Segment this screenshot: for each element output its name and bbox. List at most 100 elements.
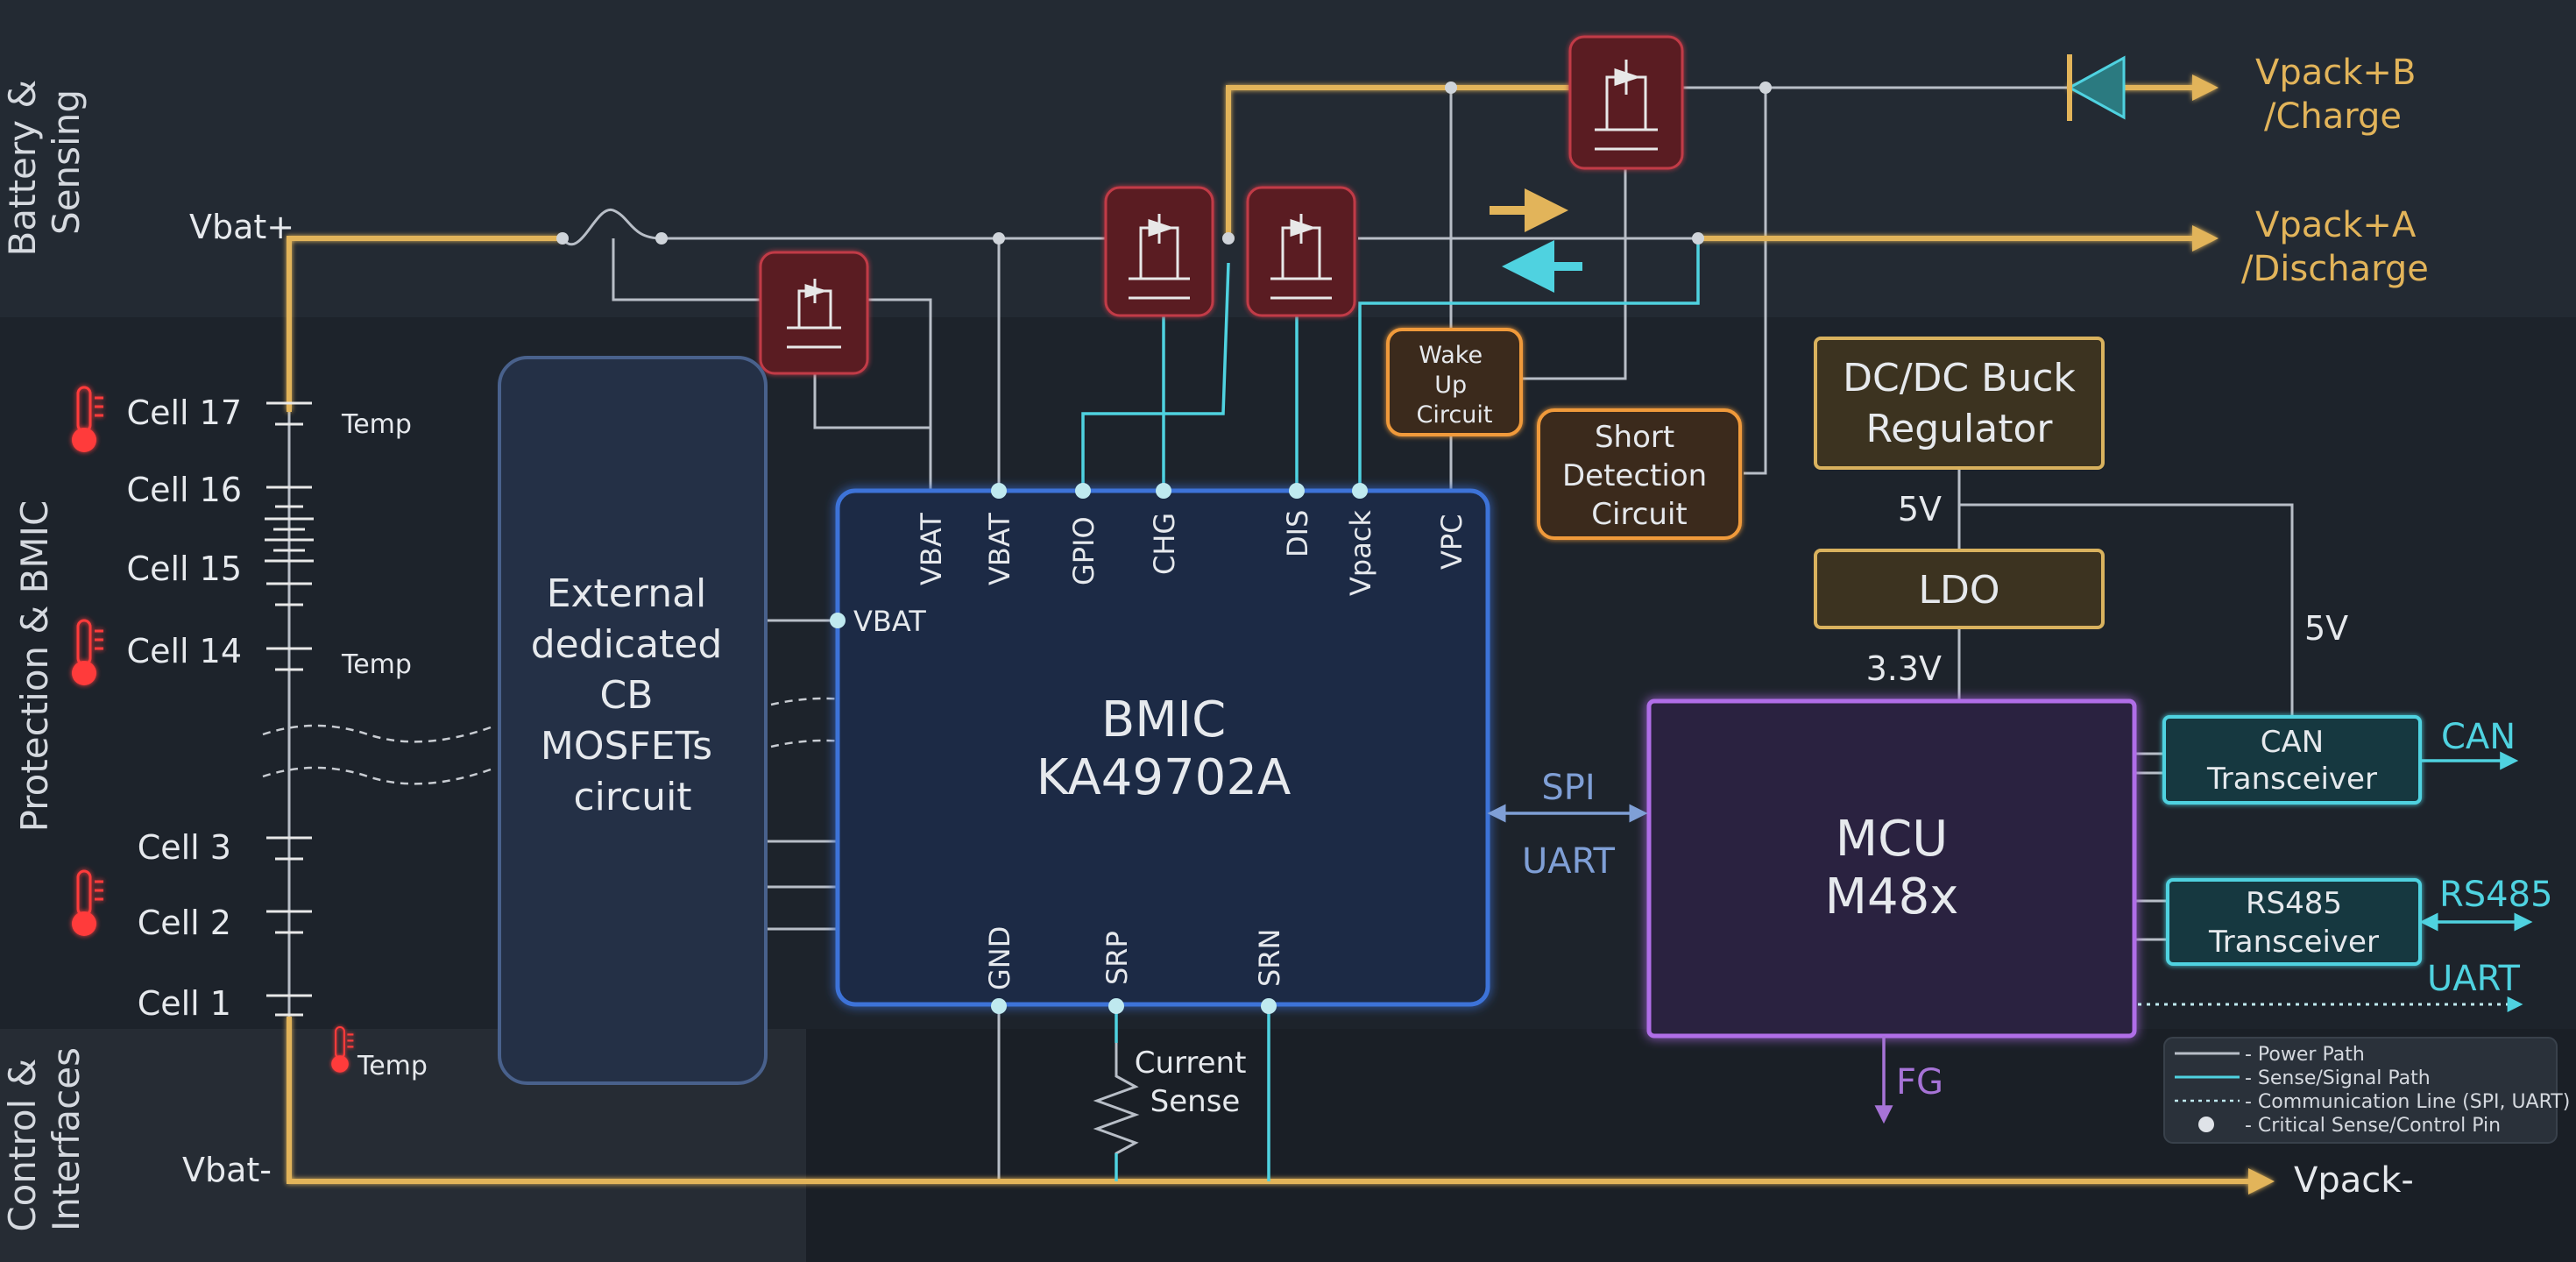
zone-label-control-line1: Control & <box>1 1059 44 1232</box>
mcu-chip <box>1646 698 2137 1039</box>
vpacka-label-2: /Discharge <box>2241 249 2429 289</box>
wire-cb-mosfet <box>813 359 931 429</box>
wakeup-line2: Up <box>1434 372 1467 399</box>
wakeup-text: Wake Up Circuit <box>1417 342 1493 429</box>
pin-vbat-2: VBAT <box>983 513 1016 585</box>
spi-label: SPI <box>1541 768 1595 808</box>
uart-label: UART <box>1522 841 1616 882</box>
ldo-label: LDO <box>1918 568 1999 613</box>
pin-srp: SRP <box>1100 931 1134 985</box>
cell-1-symbol <box>266 994 312 1017</box>
cb-line-3: CB <box>600 673 654 718</box>
dcdc-line1: DC/DC Buck <box>1843 356 2076 401</box>
cell-labels: Cell 17 Cell 16 Cell 15 Cell 14 Cell 3 C… <box>127 393 242 1023</box>
can-output-label: CAN <box>2441 717 2516 757</box>
zone-label-battery-sensing: Battery & Sensing <box>1 68 88 257</box>
ldo-box <box>1814 549 2105 629</box>
mosfet-cb <box>759 251 869 375</box>
dcdc-buck-regulator-box <box>1814 337 2105 470</box>
cell-14b-symbol <box>266 647 312 671</box>
current-sense-line1: Current <box>1135 1046 1247 1081</box>
can-line1: CAN <box>2261 725 2324 760</box>
legend-pin: - Critical Sense/Control Pin <box>2245 1115 2501 1137</box>
dot-srp <box>1108 998 1124 1014</box>
rs485-output-label: RS485 <box>2439 875 2553 915</box>
mcu-name: MCU <box>1836 811 1948 868</box>
bmic-bottom-pins: GND SRP SRN <box>983 926 1286 990</box>
pin-srn: SRN <box>1253 929 1286 987</box>
mosfet-discharge <box>1246 186 1356 317</box>
dot-vbat-side <box>830 613 846 628</box>
wakeup-circuit-box <box>1386 328 1523 436</box>
rs485-line1: RS485 <box>2246 886 2342 921</box>
mcu-part: M48x <box>1825 869 1959 925</box>
pin-vpack: Vpack <box>1344 510 1377 596</box>
thermometer-icon <box>72 386 103 452</box>
current-sense-resistor <box>1093 1043 1140 1181</box>
pin-dis: DIS <box>1281 510 1314 557</box>
zone-label-control-line2: Interfaces <box>45 1047 88 1231</box>
power-vbat-plus <box>287 236 563 412</box>
dot-srn <box>1261 998 1277 1014</box>
vpacka-label-1: Vpack+A <box>2255 205 2417 245</box>
cell-2-symbol <box>266 910 312 934</box>
signal-gpio <box>1081 262 1230 491</box>
cell-label-17: Cell 17 <box>127 393 242 432</box>
cb-line-4: MOSFETs <box>541 724 712 769</box>
cb-box-text: External dedicated CB MOSFETs circuit <box>531 571 735 819</box>
dcdc-line2: Regulator <box>1866 407 2054 451</box>
short-detection-box <box>1537 408 1742 540</box>
zone-label-control-interfaces: Control & Interfaces <box>1 1046 88 1231</box>
dot-vbat1 <box>991 483 1007 499</box>
thermometer-icon <box>72 619 103 685</box>
cell-label-14: Cell 14 <box>127 632 242 670</box>
legend-comm: - Communication Line (SPI, UART) <box>2245 1091 2570 1113</box>
wakeup-line1: Wake <box>1419 342 1483 369</box>
temp-labels: Temp Temp Temp <box>341 409 428 1081</box>
legend-box <box>2163 1037 2558 1144</box>
temp-label-1: Temp <box>341 409 412 440</box>
dot-vpack <box>1352 483 1368 499</box>
current-sense-label: Current Sense <box>1135 1046 1256 1119</box>
cell-17-symbol <box>266 401 312 426</box>
legend: - Power Path - Sense/Signal Path - Commu… <box>2163 1037 2570 1144</box>
cell-label-1: Cell 1 <box>138 984 231 1023</box>
short-line2: Detection <box>1562 458 1707 493</box>
battery-stack <box>265 401 314 1017</box>
cell-15-symbol <box>265 517 314 563</box>
legend-power: - Power Path <box>2245 1044 2365 1066</box>
critical-pin-dots <box>830 483 1368 1014</box>
wire-wakeup-link <box>1523 167 1627 380</box>
dot-gpio <box>1075 483 1091 499</box>
diode-vpackb-icon <box>2066 54 2126 121</box>
cell-label-15: Cell 15 <box>127 549 242 588</box>
cell-label-3: Cell 3 <box>138 828 231 867</box>
wakeup-line3: Circuit <box>1417 401 1493 429</box>
pin-vpc: VPC <box>1435 514 1468 570</box>
fuse-symbol <box>561 208 662 246</box>
pin-vbat-side: VBAT <box>853 605 926 638</box>
pin-vbat-1: VBAT <box>915 513 948 585</box>
cb-mosfets-box <box>498 356 768 1085</box>
bmic-top-pins: VBAT VBAT GPIO CHG DIS Vpack VPC <box>915 510 1468 596</box>
uart-output-label: UART <box>2427 959 2521 999</box>
cell-label-16: Cell 16 <box>127 471 242 509</box>
cell-14-symbol <box>266 582 312 606</box>
cb-line-2: dedicated <box>531 622 723 667</box>
dot-chg <box>1156 483 1171 499</box>
mosfet-charge-1 <box>1104 186 1214 317</box>
signal-vpack <box>1358 238 1700 491</box>
rs485-line2: Transceiver <box>2208 925 2379 960</box>
rail-5v-b: 5V <box>2304 609 2348 648</box>
thermometer-icon <box>331 1025 354 1073</box>
power-charge-branch <box>1226 85 1577 238</box>
vbat-minus-label: Vbat- <box>182 1151 272 1189</box>
cb-line-5: circuit <box>573 775 691 819</box>
mosfet-charge-top <box>1568 35 1684 170</box>
bmic-name: BMIC <box>1101 691 1226 748</box>
wire-short-detect <box>1744 88 1767 475</box>
dot-dis <box>1289 483 1305 499</box>
short-line3: Circuit <box>1591 497 1687 532</box>
